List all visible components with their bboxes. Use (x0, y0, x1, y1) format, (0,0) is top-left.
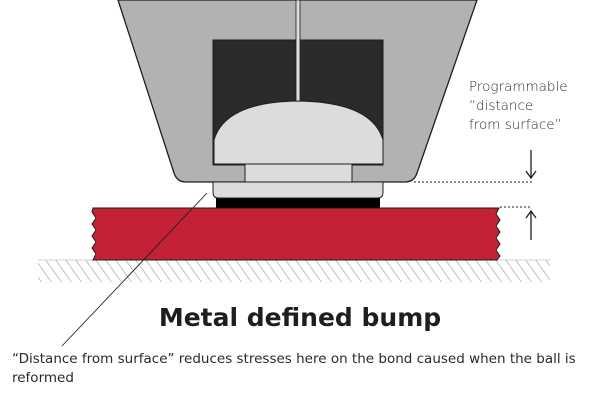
diagram-title: Metal defined bump (158, 303, 442, 332)
caption-text: “Distance from surface” reduces stresses… (12, 351, 576, 386)
arrow-up-icon (525, 209, 537, 240)
arrow-down-icon (525, 150, 537, 180)
bump-base (216, 196, 380, 208)
programmable-distance-label: Programmable “distance from surface” (469, 79, 568, 133)
substrate (91, 207, 501, 261)
leader-line (61, 192, 208, 347)
ground-hatch (38, 260, 550, 282)
ball-neck (244, 163, 353, 183)
bump-neck (212, 181, 384, 199)
wire (295, 0, 301, 102)
